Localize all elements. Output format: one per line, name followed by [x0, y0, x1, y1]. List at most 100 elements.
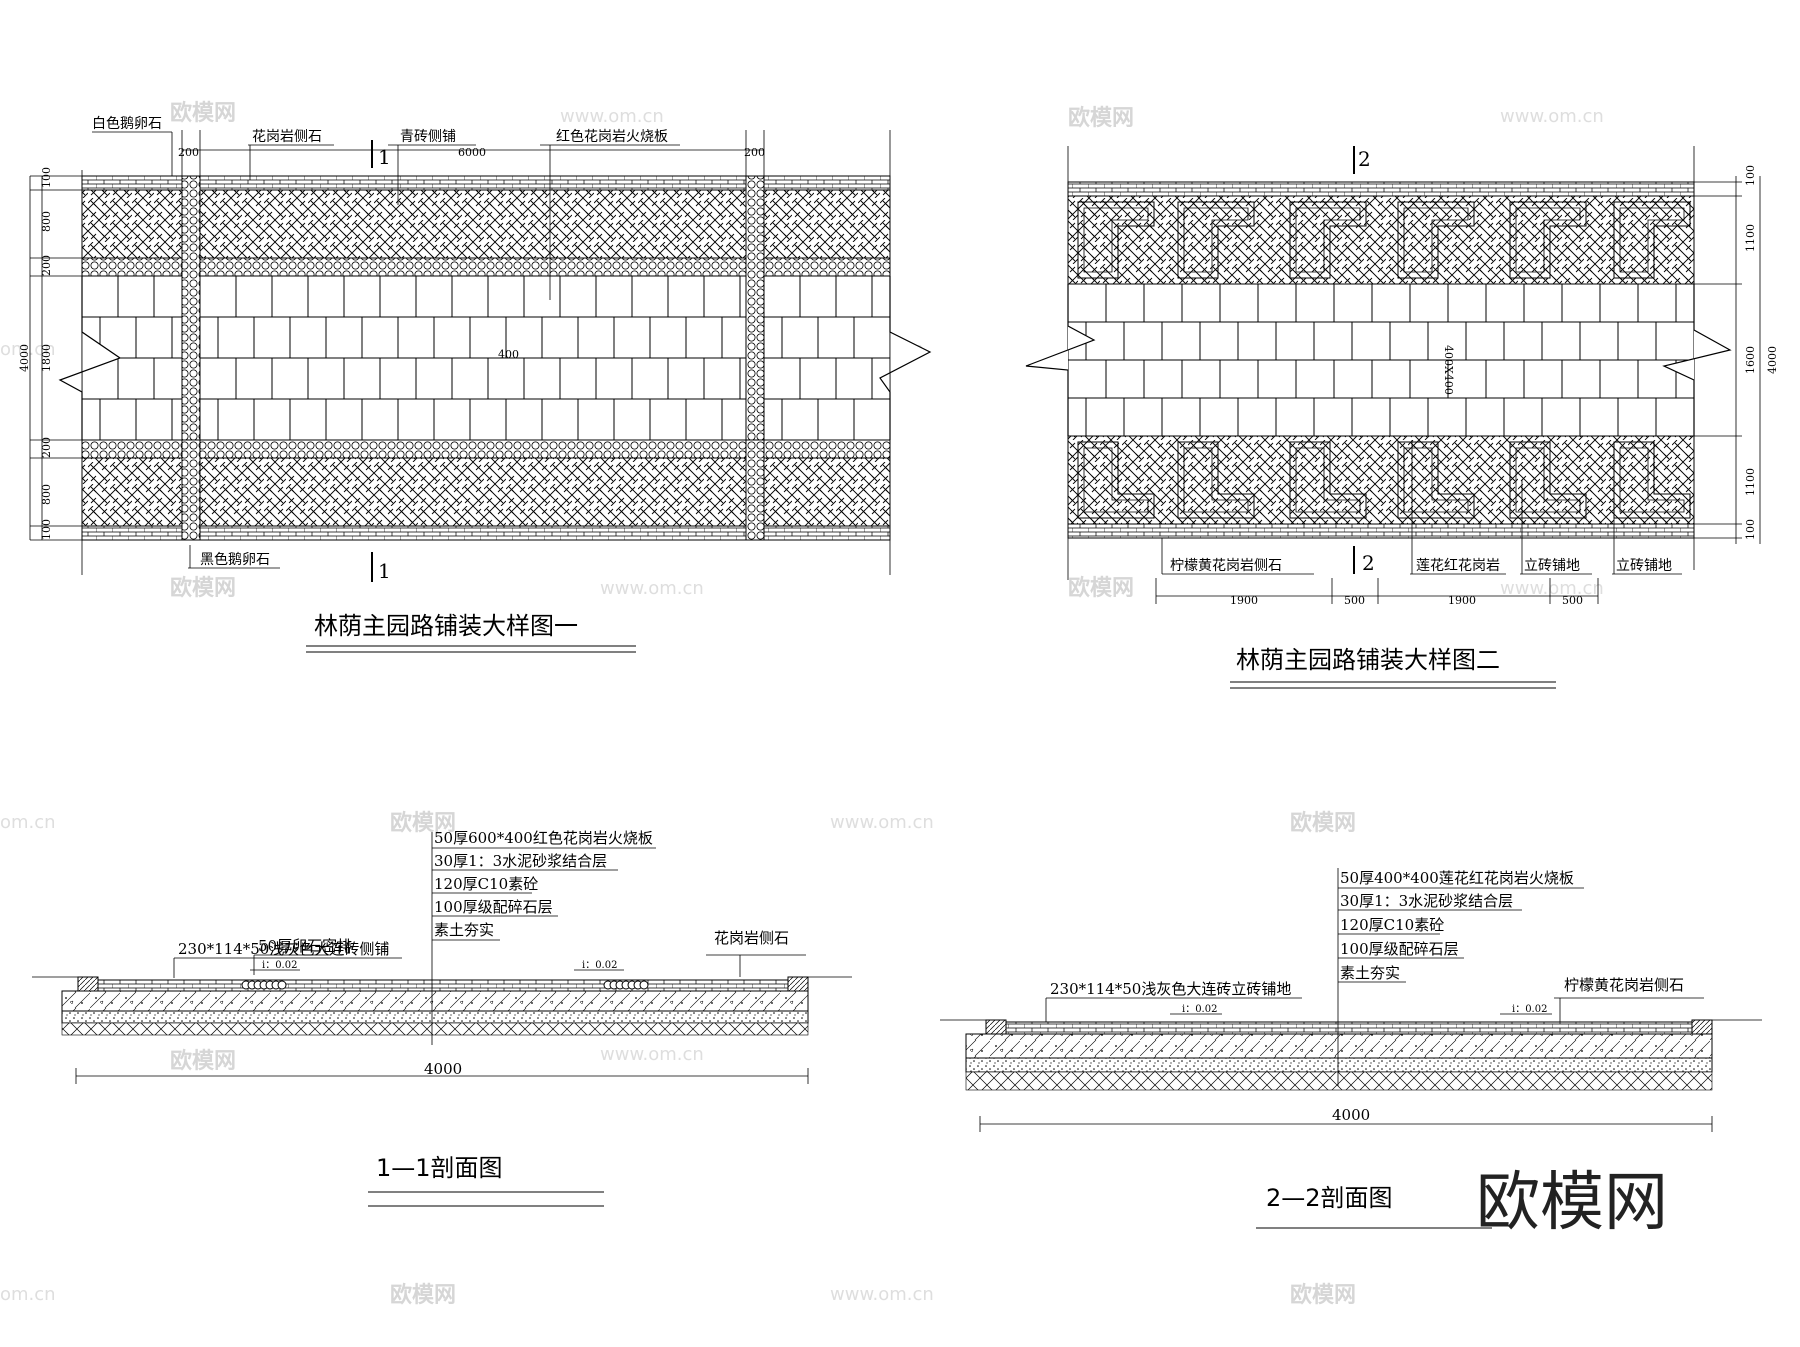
fret-border [1077, 201, 1155, 279]
dim-bottom-4: 500 [1562, 594, 1583, 607]
layer-1: 50厚600*400红色花岗岩火烧板 [434, 829, 653, 847]
label-brick-one: 立砖铺地 [1524, 558, 1580, 574]
dim-total: 4000 [1332, 1106, 1370, 1124]
section-one-title: 1—1剖面图 [376, 1154, 503, 1182]
dim-right-4: 1100 [1744, 468, 1757, 496]
dim-left-2: 800 [40, 211, 53, 232]
dim-left-7: 100 [40, 519, 53, 540]
dim-left-5: 200 [40, 437, 53, 458]
section-one: 50厚600*400红色花岗岩火烧板 30厚1：3水泥砂浆结合层 120厚C10… [32, 829, 852, 1207]
label-white-pebble: 白色鹅卵石 [92, 115, 162, 132]
fret-border [1509, 201, 1587, 279]
fret-border [1397, 201, 1475, 279]
dim-bottom-1: 1900 [1230, 594, 1258, 607]
dim-column-left: 100 800 200 1800 200 800 100 4000 [18, 167, 53, 540]
fret-border-inner [1619, 207, 1685, 273]
fret-border-inner [1403, 447, 1469, 513]
dim-top-3: 200 [744, 146, 765, 159]
layer-2: 30厚1：3水泥砂浆结合层 [1340, 892, 1513, 910]
watermark-url: www.om.cn [600, 578, 704, 599]
slope-label-left: i：0.02 [262, 960, 297, 971]
fret-border-inner [1515, 207, 1581, 273]
layer-2: 30厚1：3水泥砂浆结合层 [434, 852, 607, 870]
dim-top-1: 200 [178, 146, 199, 159]
fret-border-inner [1619, 447, 1685, 513]
section-mark-bottom: 1 [378, 559, 391, 583]
pebble-bead [277, 980, 287, 990]
watermark-brand: 欧模网 [390, 810, 456, 836]
section-two: 50厚400*400莲花红花岗岩火烧板 30厚1：3水泥砂浆结合层 120厚C1… [940, 868, 1762, 1229]
fret-border [1077, 441, 1155, 519]
watermark-brand: 欧模网 [1068, 575, 1134, 601]
dim-right-3: 1600 [1744, 346, 1757, 374]
dim-left-6: 800 [40, 484, 53, 505]
watermark-url: www.om.cn [600, 1044, 704, 1065]
fret-border [1613, 201, 1691, 279]
layer-5: 素土夯实 [1340, 964, 1400, 982]
detail-plan-one: 1 1 白色鹅卵石 花岗岩侧石 青砖侧铺 红色花岗岩火烧板 黑色鹅卵石 200 … [18, 115, 932, 653]
fret-border [1177, 441, 1255, 519]
dim-column-right: 100 1100 1600 1100 100 4000 [1744, 165, 1779, 540]
label-pebble: 50厚卵石密排 [258, 937, 352, 955]
label-lotus-granite: 莲花红花岗岩 [1416, 558, 1500, 574]
label-red-granite: 红色花岗岩火烧板 [556, 128, 668, 145]
fret-border [1289, 441, 1367, 519]
watermark-url: om.cn [0, 812, 56, 833]
dim-total: 4000 [424, 1060, 462, 1078]
fret-border-inner [1083, 447, 1149, 513]
slope-label-right: i：0.02 [1512, 1004, 1547, 1015]
watermark-brand: 欧模网 [390, 1282, 456, 1308]
dim-right-1: 100 [1744, 165, 1757, 186]
fret-border-inner [1083, 207, 1149, 273]
watermark-brand: 欧模网 [1068, 105, 1134, 131]
label-brick-two: 立砖铺地 [1616, 558, 1672, 574]
layer-1: 50厚400*400莲花红花岗岩火烧板 [1340, 869, 1574, 887]
dim-left-3: 200 [40, 255, 53, 276]
watermark-brand: 欧模网 [170, 1048, 236, 1074]
fret-border-inner [1295, 207, 1361, 273]
label-brick: 230*114*50浅灰色大连砖侧铺 [178, 940, 389, 958]
fret-border [1509, 441, 1587, 519]
layer-3: 120厚C10素砼 [434, 875, 538, 893]
dim-top-2: 6000 [458, 146, 486, 159]
section-mark-top: 2 [1358, 147, 1371, 171]
dim-bottom-2: 500 [1344, 594, 1365, 607]
fret-border-inner [1295, 447, 1361, 513]
watermark-brand: 欧模网 [1290, 1282, 1356, 1308]
watermark-logo: 欧模网 [1476, 1166, 1668, 1240]
label-granite-curb: 花岗岩侧石 [252, 129, 322, 145]
detail-two-title: 林荫主园路铺装大样图二 [1236, 646, 1500, 674]
section-mark-top: 1 [378, 145, 391, 169]
dim-right-5: 100 [1744, 519, 1757, 540]
dim-inner: 400X400 [1442, 345, 1455, 395]
label-lemon-curb: 柠檬黄花岗岩侧石 [1170, 557, 1282, 574]
watermark-url: www.om.cn [830, 1284, 934, 1305]
layer-3: 120厚C10素砼 [1340, 916, 1444, 934]
fret-border-inner [1403, 207, 1469, 273]
detail-one-title: 林荫主园路铺装大样图一 [314, 612, 578, 640]
fret-border-inner [1183, 447, 1249, 513]
watermark-brand: 欧模网 [170, 575, 236, 601]
label-brick: 230*114*50浅灰色大连砖立砖铺地 [1050, 980, 1291, 998]
slope-label-left: i：0.02 [1182, 1004, 1217, 1015]
fret-border-inner [1183, 207, 1249, 273]
watermark-url: www.om.cn [1500, 578, 1604, 599]
watermark-url: www.om.cn [1500, 106, 1604, 127]
fret-border [1397, 441, 1475, 519]
layer-5: 素土夯实 [434, 921, 494, 939]
watermark-brand: 欧模网 [170, 100, 236, 126]
watermark-url: www.om.cn [560, 106, 664, 127]
label-curb: 柠檬黄花岗岩侧石 [1564, 976, 1684, 994]
watermark-url: www.om.cn [830, 812, 934, 833]
fret-border [1177, 201, 1255, 279]
section-two-title: 2—2剖面图 [1266, 1184, 1393, 1212]
fret-border-inner [1515, 447, 1581, 513]
fret-border [1613, 441, 1691, 519]
label-blue-brick: 青砖侧铺 [400, 129, 456, 145]
label-curb: 花岗岩侧石 [714, 929, 789, 947]
layer-4: 100厚级配碎石层 [1340, 940, 1459, 958]
section-mark-bottom: 2 [1362, 551, 1375, 575]
layer-4: 100厚级配碎石层 [434, 898, 553, 916]
